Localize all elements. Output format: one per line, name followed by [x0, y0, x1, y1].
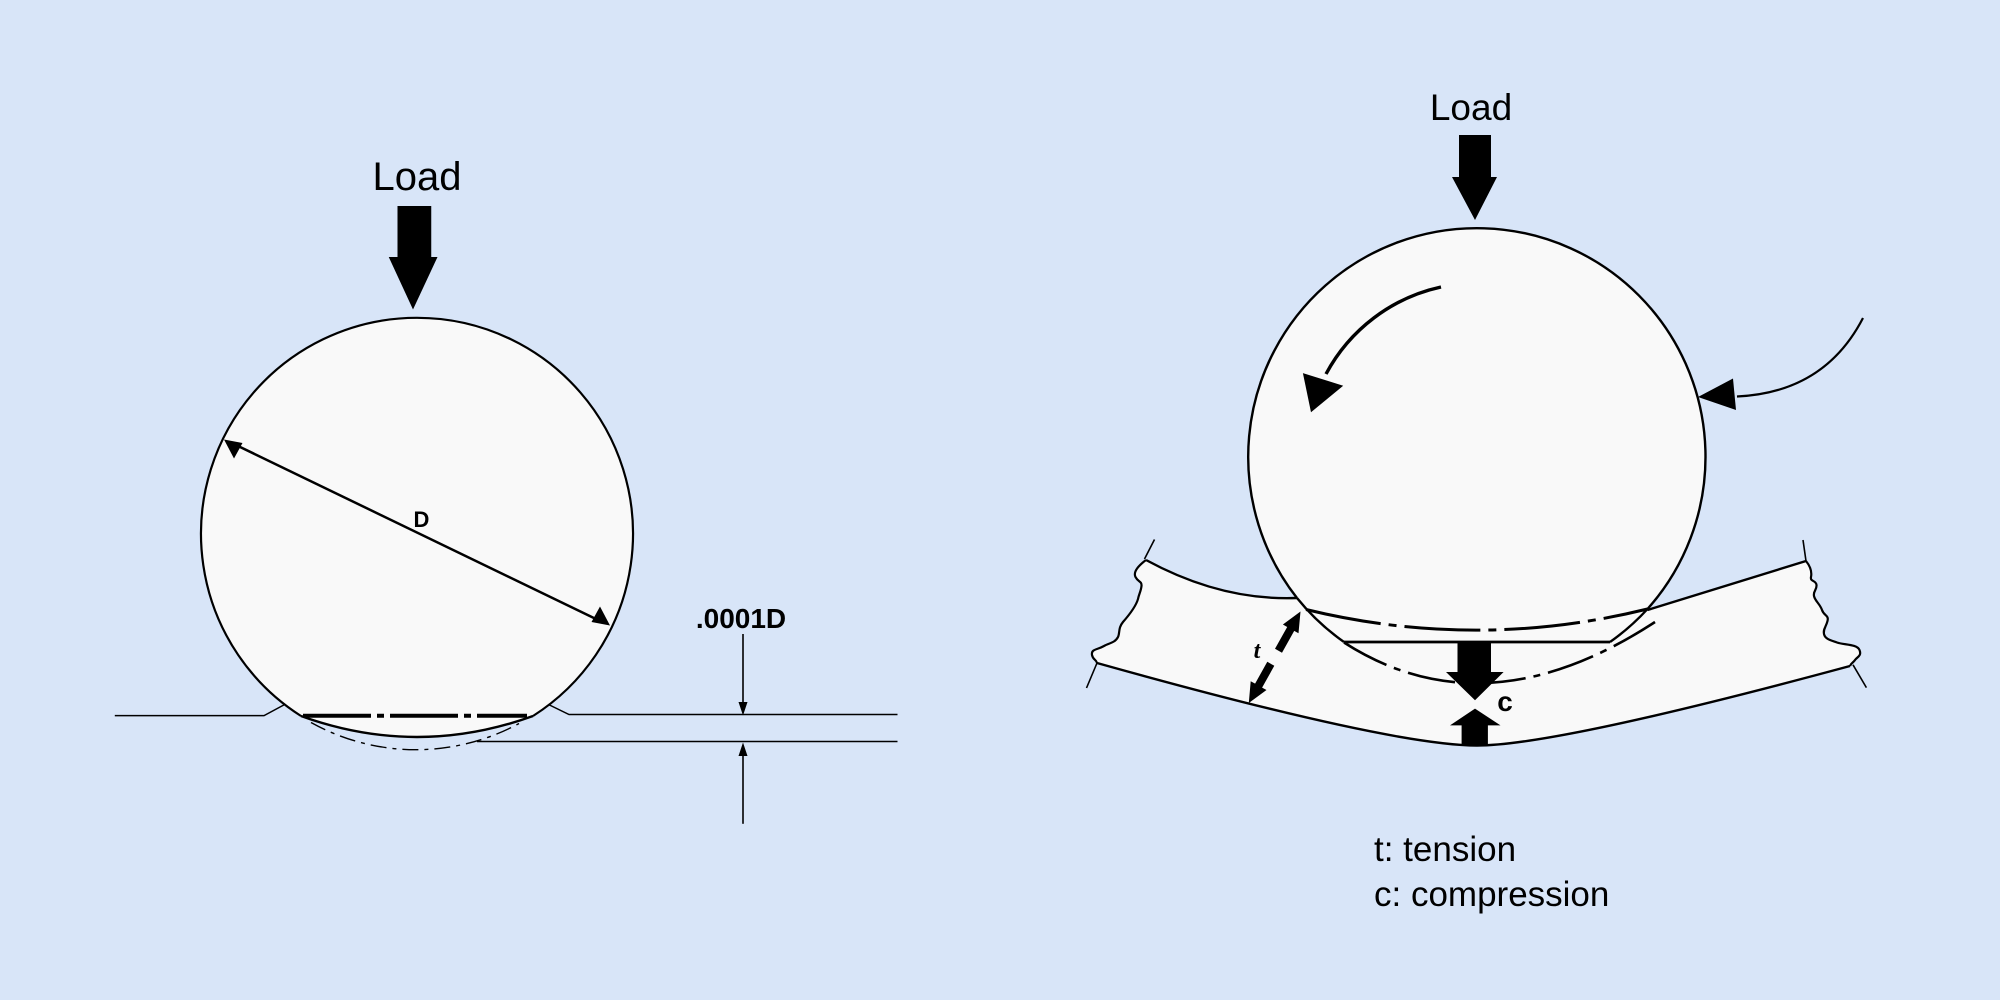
svg-text:t: t	[1254, 638, 1262, 664]
svg-text:c: c	[1497, 686, 1513, 717]
svg-text:c: compression: c: compression	[1374, 875, 1609, 914]
svg-text:Load: Load	[373, 155, 462, 199]
svg-text:.0001D: .0001D	[696, 603, 786, 634]
svg-text:D: D	[414, 507, 430, 532]
svg-text:Load: Load	[1430, 87, 1512, 128]
svg-text:t: tension: t: tension	[1374, 830, 1516, 869]
